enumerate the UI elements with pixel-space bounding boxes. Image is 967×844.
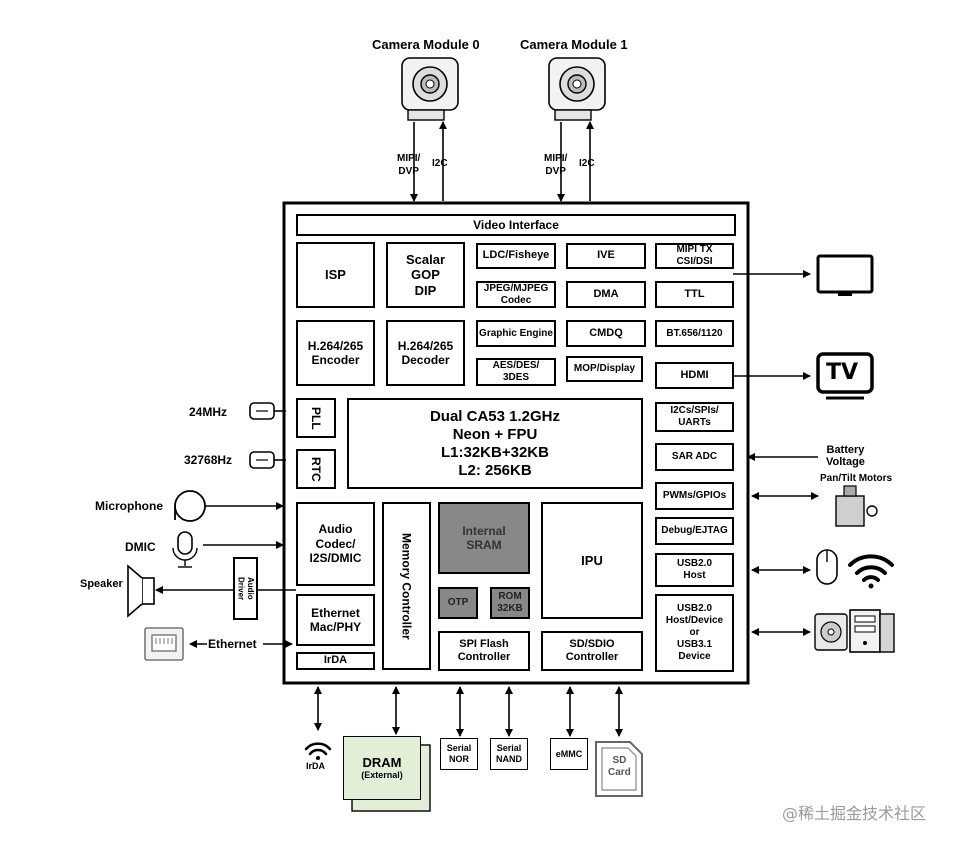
usb-device-block: USB2.0 Host/Device or USB3.1 Device — [655, 594, 734, 672]
decoder-block: H.264/265 Decoder — [386, 320, 465, 386]
ethernet-mac-block: Ethernet Mac/PHY — [296, 594, 375, 646]
irda-block: IrDA — [296, 652, 375, 670]
crystal-32768hz-icon — [249, 451, 286, 469]
wifi-icon — [848, 554, 894, 589]
ttl-block: TTL — [655, 281, 734, 308]
audio-driver-block: Audio Driver — [233, 557, 258, 620]
soc-frame — [282, 201, 750, 685]
serial-nor-block: Serial NOR — [440, 738, 478, 770]
speaker-label: Speaker — [80, 578, 123, 590]
rom-block: ROM 32KB — [490, 587, 530, 619]
cam0-mipi-label: MIPI/ DVP — [397, 153, 421, 177]
camera-0-icon — [401, 57, 459, 121]
encoder-block: H.264/265 Encoder — [296, 320, 375, 386]
isp-block: ISP — [296, 242, 375, 308]
pwm-gpio-block: PWMs/GPIOs — [655, 482, 734, 510]
crystal-24mhz-icon — [249, 402, 286, 420]
camera-1-label: Camera Module 1 — [520, 37, 628, 52]
mop-display-block: MOP/Display — [566, 356, 643, 382]
microphone-icon — [174, 490, 206, 522]
motor-icon — [835, 485, 878, 527]
pll-block: PLL — [296, 398, 336, 438]
sd-card-icon — [595, 741, 643, 797]
video-interface: Video Interface — [296, 214, 736, 236]
cam1-mipi-label: MIPI/ DVP — [544, 153, 568, 177]
jpeg-block: JPEG/MJPEG Codec — [476, 281, 556, 308]
memory-controller-block: Memory Controller — [382, 502, 431, 670]
camera-0-label: Camera Module 0 — [372, 37, 480, 52]
cam0-i2c-label: I2C — [432, 158, 448, 169]
spi-flash-controller-block: SPI Flash Controller — [438, 631, 530, 671]
dmic-label: DMIC — [125, 540, 156, 554]
speaker-icon — [127, 564, 155, 618]
ethernet-label: Ethernet — [208, 637, 257, 651]
pan-tilt-label: Pan/Tilt Motors — [820, 473, 893, 484]
audio-codec-block: Audio Codec/ I2S/DMIC — [296, 502, 375, 586]
debug-ejtag-block: Debug/EJTAG — [655, 517, 734, 545]
cmdq-block: CMDQ — [566, 320, 646, 347]
serial-nand-block: Serial NAND — [490, 738, 528, 770]
dram-label: DRAM — [362, 754, 402, 770]
monitor-icon — [816, 254, 874, 296]
i2c-spi-uart-block: I2Cs/SPIs/ UARTs — [655, 402, 734, 432]
dram-block: DRAM (External) — [343, 736, 421, 800]
clk-32768hz-label: 32768Hz — [184, 453, 233, 467]
ldc-block: LDC/Fisheye — [476, 243, 556, 269]
rtc-label: RTC — [309, 456, 324, 482]
scalar-block: Scalar GOP DIP — [386, 242, 465, 308]
dram-sub-label: (External) — [361, 770, 403, 781]
tv-icon — [816, 352, 874, 400]
irda-ext-label: IrDA — [306, 761, 326, 771]
audio-driver-label: Audio Driver — [236, 576, 256, 601]
dma-block: DMA — [566, 281, 646, 308]
clk-24mhz-label: 24MHz — [189, 405, 228, 419]
microphone-label: Microphone — [95, 499, 163, 513]
aes-block: AES/DES/ 3DES — [476, 358, 556, 386]
cpu-block: Dual CA53 1.2GHz Neon + FPU L1:32KB+32KB… — [347, 398, 643, 489]
battery-voltage-label: Battery Voltage — [826, 444, 865, 468]
graphic-engine-block: Graphic Engine — [476, 320, 556, 347]
ive-block: IVE — [566, 243, 646, 269]
sar-adc-block: SAR ADC — [655, 443, 734, 471]
dmic-icon — [172, 531, 198, 568]
mipi-tx-block: MIPI TX CSI/DSI — [655, 243, 734, 269]
tv-label: TV — [826, 360, 859, 385]
internal-sram-block: Internal SRAM — [438, 502, 530, 574]
pc-tower-icon — [849, 609, 895, 653]
cam1-i2c-label: I2C — [579, 158, 595, 169]
mouse-icon — [816, 549, 838, 585]
rtc-block: RTC — [296, 449, 336, 489]
otp-block: OTP — [438, 587, 478, 619]
hdd-icon — [814, 613, 848, 651]
usb-host-block: USB2.0 Host — [655, 553, 734, 587]
watermark: @稀土掘金技术社区 — [782, 804, 927, 823]
bt656-block: BT.656/1120 — [655, 320, 734, 347]
ethernet-port-icon — [144, 627, 184, 661]
memory-controller-label: Memory Controller — [399, 532, 414, 640]
hdmi-block: HDMI — [655, 362, 734, 389]
pll-label: PLL — [309, 406, 324, 430]
ipu-block: IPU — [541, 502, 643, 619]
sdio-controller-block: SD/SDIO Controller — [541, 631, 643, 671]
emmc-block: eMMC — [550, 738, 588, 770]
camera-1-icon — [548, 57, 606, 121]
irda-wave-icon — [304, 742, 332, 760]
sd-card-label: SD Card — [608, 755, 631, 778]
